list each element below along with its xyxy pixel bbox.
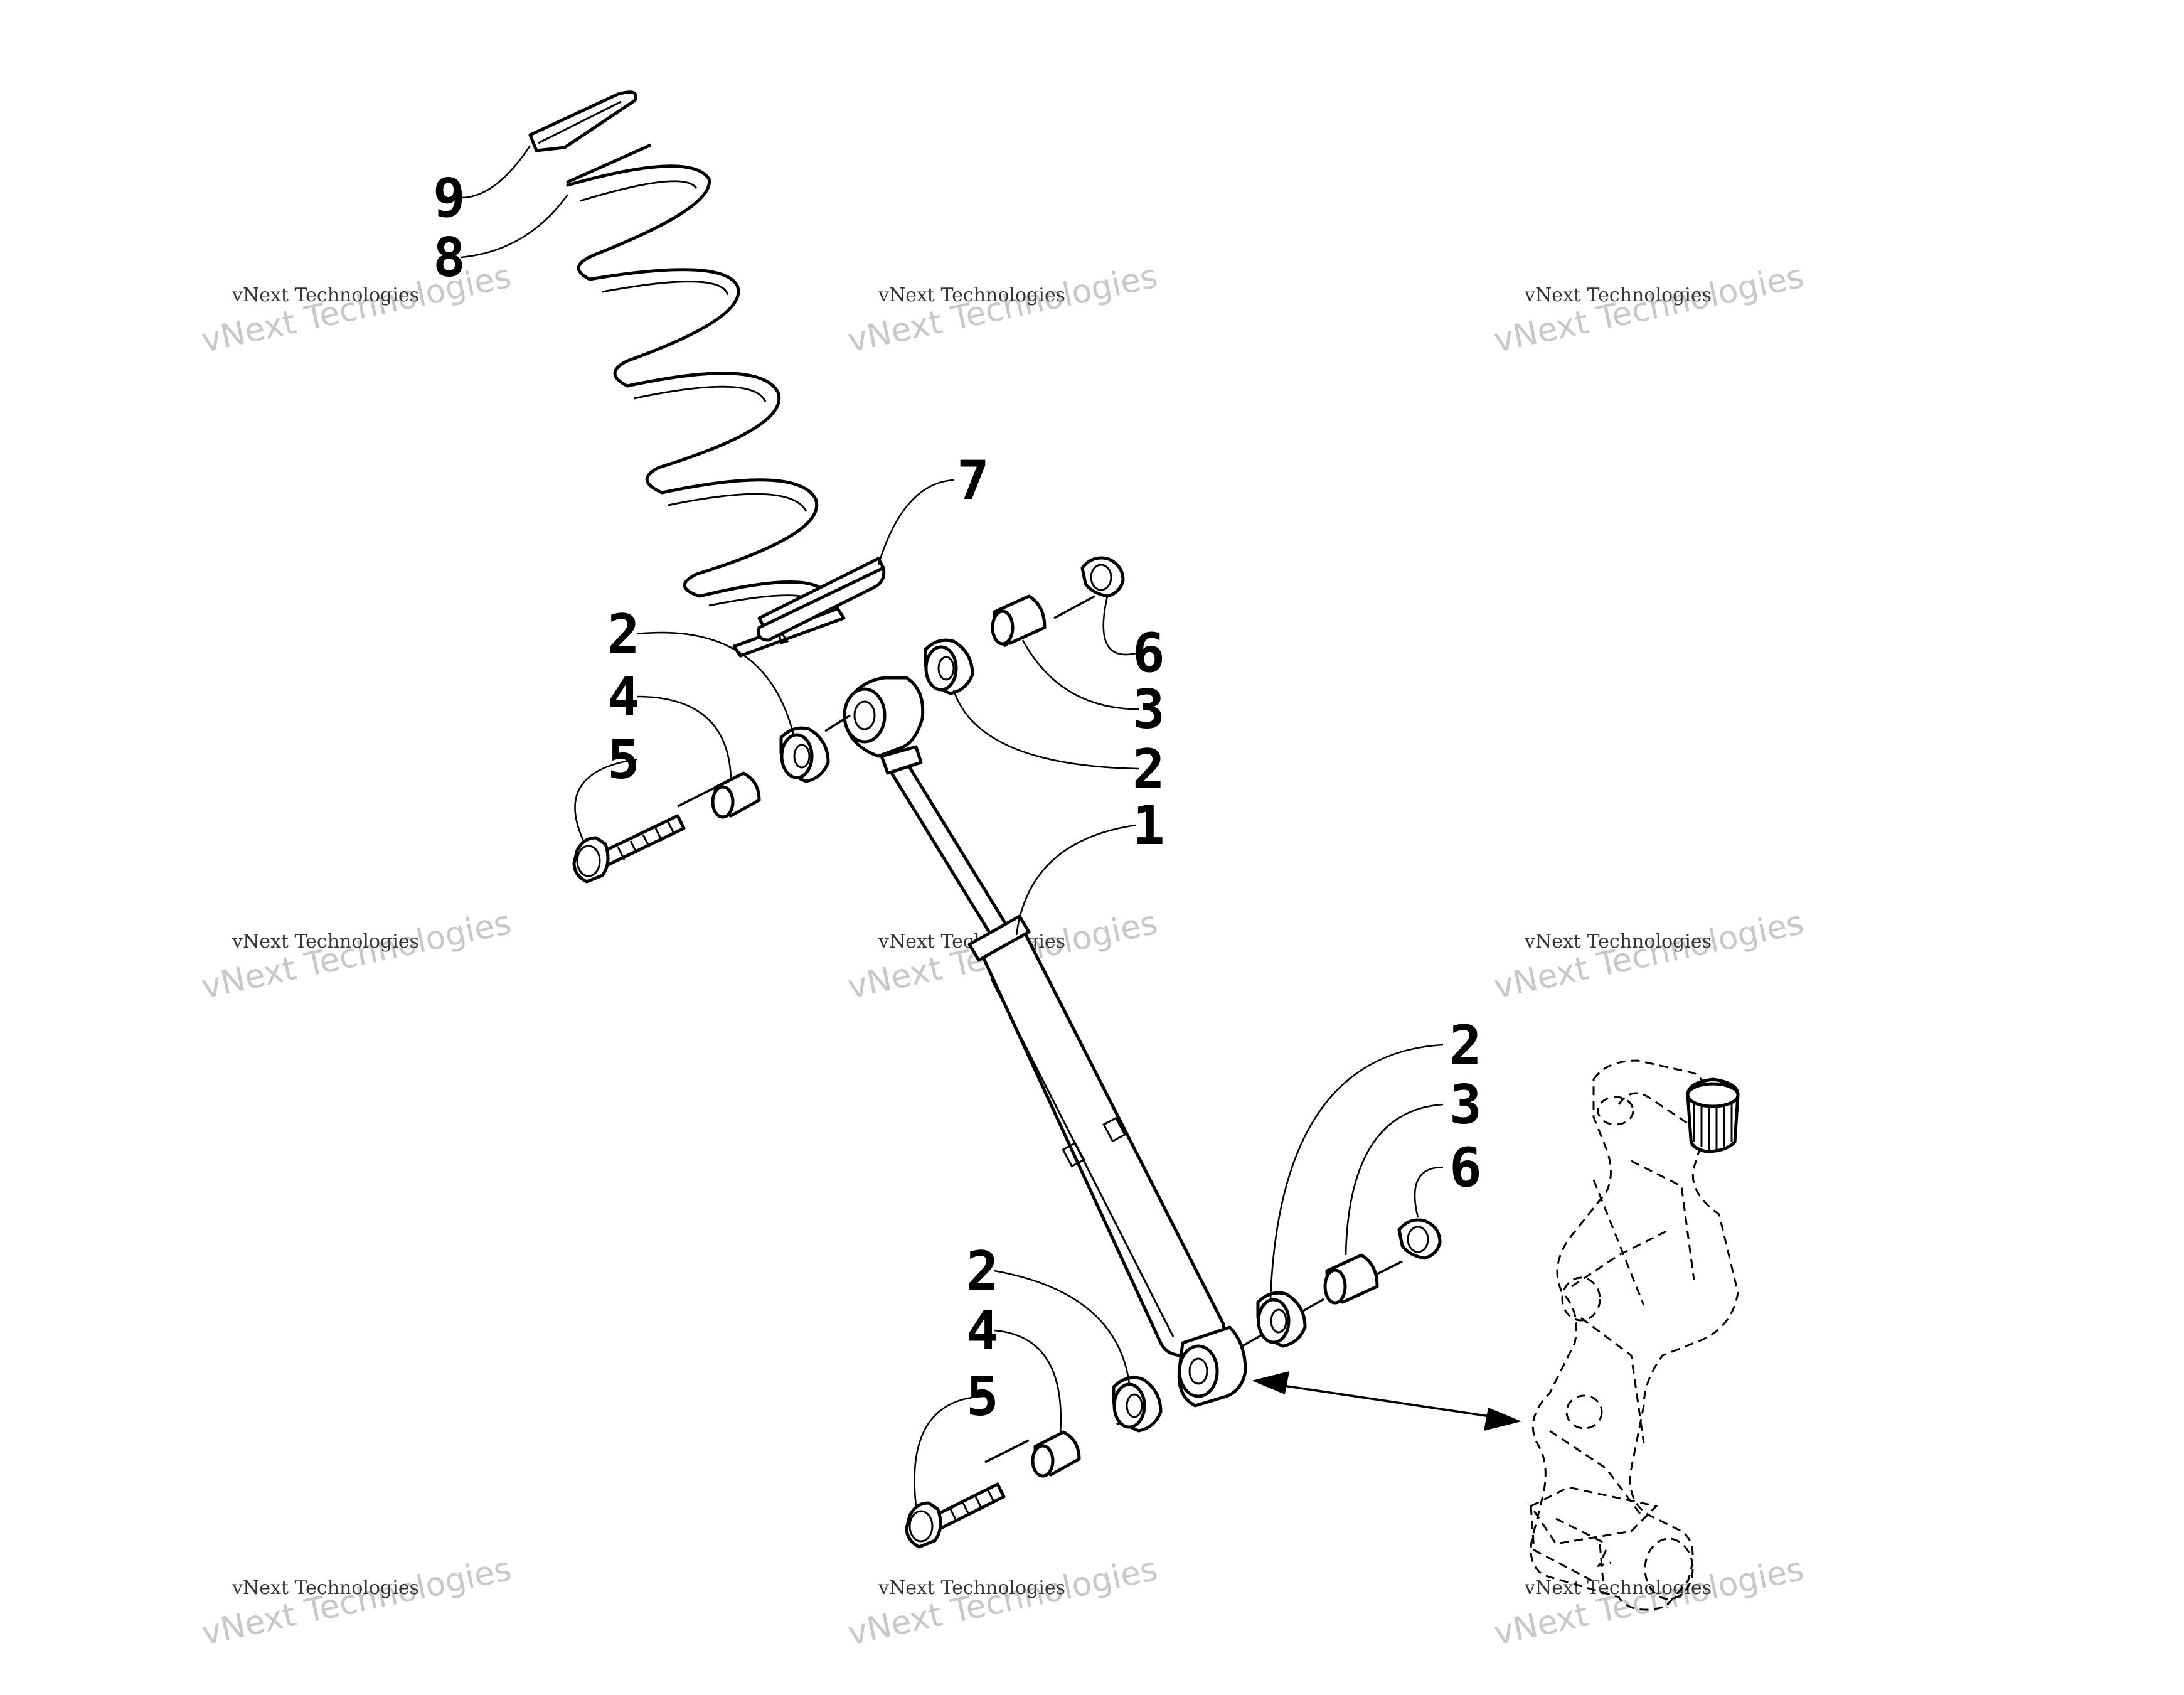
callout-9: 9 [433, 167, 466, 230]
callout-8: 8 [433, 227, 466, 289]
lower-hardware [905, 1218, 1442, 1549]
svg-text:vNext Technologies: vNext Technologies [232, 931, 419, 953]
svg-text:vNext Technologies: vNext Technologies [1524, 1577, 1712, 1599]
upper-hardware [572, 556, 1125, 884]
svg-text:vNext Technologies: vNext Technologies [1491, 904, 1807, 1006]
callout-5: 5 [607, 729, 640, 791]
svg-text:vNext Technologies: vNext Technologies [878, 284, 1065, 306]
bushing-upper-right [991, 594, 1047, 646]
svg-text:vNext Technologies: vNext Technologies [232, 1577, 419, 1599]
callout-1: 1 [1132, 794, 1165, 857]
callout-2: 2 [607, 603, 640, 666]
watermark: vNext Technologies vNext Technologies [1491, 904, 1807, 1006]
leader-lines [461, 145, 1444, 1507]
spring-seat [757, 557, 886, 642]
callout-3: 3 [1132, 678, 1165, 741]
watermark: vNext Technologies vNext Technologies [198, 257, 514, 360]
spring-cap [528, 90, 637, 152]
bushing-upper-left [711, 771, 761, 819]
callout-6: 6 [1449, 1136, 1482, 1199]
callout-6: 6 [1132, 622, 1165, 685]
watermark: vNext Technologies vNext Technologies [1491, 1550, 1807, 1652]
bolt-upper [572, 814, 686, 884]
callout-labels: 9 8 7 2 4 5 6 3 2 1 2 3 6 2 4 5 [433, 167, 1482, 1428]
washer-upper-left [779, 726, 830, 783]
svg-text:vNext Technologies: vNext Technologies [1524, 931, 1712, 953]
svg-text:vNext Technologies: vNext Technologies [232, 284, 419, 306]
callout-7: 7 [957, 449, 989, 512]
washer-upper-right [924, 638, 974, 695]
watermark: vNext Technologies vNext Technologies [844, 257, 1161, 360]
svg-text:vNext Technologies: vNext Technologies [878, 1577, 1065, 1599]
callout-2: 2 [966, 1240, 999, 1303]
svg-text:vNext Technologies: vNext Technologies [1491, 257, 1807, 360]
svg-text:vNext Technologies: vNext Technologies [198, 904, 514, 1006]
callout-2: 2 [1132, 738, 1165, 801]
watermark: vNext Technologies vNext Technologies [1491, 257, 1807, 360]
callout-4: 4 [966, 1300, 999, 1362]
callout-2: 2 [1449, 1014, 1482, 1077]
svg-text:vNext Technologies: vNext Technologies [844, 257, 1161, 360]
bushing-lower-right [1323, 1253, 1379, 1305]
callout-4: 4 [607, 666, 640, 729]
washer-lower-right [1256, 1291, 1307, 1348]
callout-3: 3 [1449, 1074, 1482, 1136]
bolt-lower [905, 1482, 1006, 1549]
watermark: vNext Technologies vNext Technologies [198, 1550, 514, 1652]
coil-spring [566, 144, 846, 658]
washer-lower-left [1112, 1376, 1163, 1433]
mounting-arrow [1252, 1371, 1521, 1431]
callout-5: 5 [966, 1366, 999, 1428]
svg-text:vNext Technologies: vNext Technologies [198, 257, 514, 360]
svg-text:vNext Technologies: vNext Technologies [198, 1550, 514, 1652]
nut-upper [1080, 556, 1125, 598]
nut-lower [1397, 1218, 1442, 1260]
watermark: vNext Technologies vNext Technologies [198, 904, 514, 1006]
shock-absorber [843, 676, 1247, 1408]
bushing-lower-left [1031, 1430, 1081, 1478]
svg-text:vNext Technologies: vNext Technologies [844, 1550, 1161, 1652]
svg-text:vNext Technologies: vNext Technologies [1524, 284, 1712, 306]
svg-text:vNext Technologies: vNext Technologies [1491, 1550, 1807, 1652]
watermark: vNext Technologies vNext Technologies [844, 1550, 1161, 1652]
steering-knuckle [1529, 1059, 1740, 1611]
